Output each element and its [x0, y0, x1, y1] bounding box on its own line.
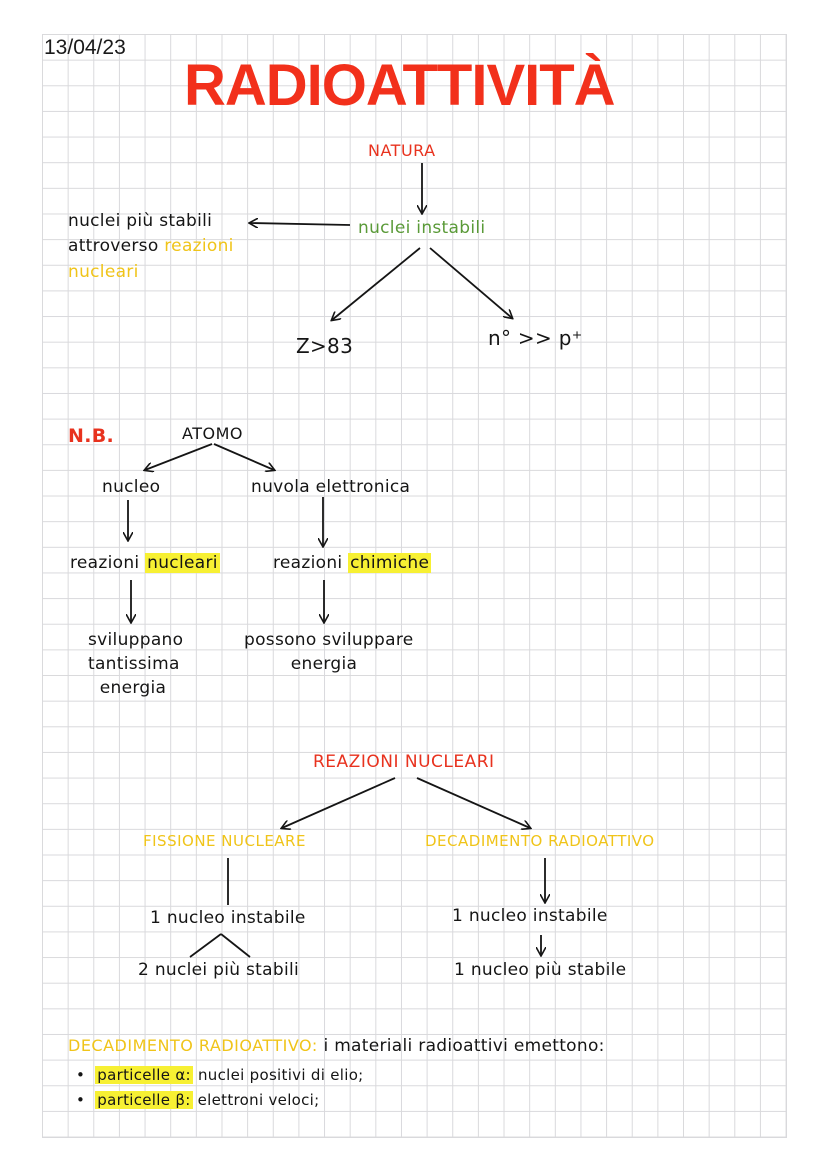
stable-nuclei-line2: attroverso reazioni: [68, 236, 234, 256]
reazioni-nucleari-heading: REAZIONI NUCLEARI: [313, 752, 495, 772]
result-line: tantissima: [88, 654, 180, 674]
bullet-alpha: • particelle α: nuclei positivi di elio;: [76, 1066, 364, 1084]
nuclear-energy-result: sviluppano tantissima energia: [88, 628, 184, 700]
nb-label: N.B.: [68, 425, 115, 447]
decay-definition-text: i materiali radioattivi emettono:: [323, 1036, 605, 1056]
nuclei-instabili-node: nuclei instabili: [358, 218, 486, 238]
beta-term: particelle β:: [95, 1091, 193, 1109]
chemical-energy-result: possono sviluppare energia: [244, 628, 414, 676]
note-date: 13/04/23: [44, 36, 126, 59]
result-line: energia: [99, 678, 167, 698]
reazioni-nucleari-node: reazioni nucleari: [70, 553, 220, 573]
nucleo-node: nucleo: [102, 477, 161, 497]
stable-nuclei-text: attroverso: [68, 236, 159, 256]
fission-unstable-nucleus: 1 nucleo instabile: [150, 908, 306, 928]
bullet-dot-icon: •: [76, 1066, 91, 1084]
bullet-beta: • particelle β: elettroni veloci;: [76, 1091, 320, 1109]
chimiche-highlight: chimiche: [348, 553, 432, 573]
decay-definition: DECADIMENTO RADIOATTIVO: i materiali rad…: [68, 1036, 605, 1056]
reazioni-prefix: reazioni: [273, 553, 343, 573]
bullet-dot-icon: •: [76, 1091, 91, 1109]
reazioni-text: reazioni: [164, 236, 234, 256]
fissione-nucleare-title: FISSIONE NUCLEARE: [143, 832, 306, 850]
beta-text: elettroni veloci;: [197, 1091, 320, 1109]
decadimento-radioattivo-title: DECADIMENTO RADIOATTIVO: [425, 832, 655, 850]
reazioni-prefix: reazioni: [70, 553, 140, 573]
atomo-node: ATOMO: [182, 424, 243, 443]
reazioni-chimiche-node: reazioni chimiche: [273, 553, 432, 573]
alpha-text: nuclei positivi di elio;: [197, 1066, 364, 1084]
nucleari-highlight: nucleari: [145, 553, 220, 573]
page-title: RADIOATTIVITÀ: [184, 53, 616, 118]
result-line: energia: [290, 654, 358, 674]
alpha-term: particelle α:: [95, 1066, 193, 1084]
decay-unstable-nucleus: 1 nucleo instabile: [452, 906, 608, 926]
fission-stable-nuclei: 2 nuclei più stabili: [138, 960, 300, 980]
stable-nuclei-line1: nuclei più stabili: [68, 211, 213, 231]
natura-heading: NATURA: [368, 141, 436, 160]
branch-z-greater-83: Z>83: [296, 334, 354, 358]
nucleari-text: nucleari: [68, 262, 139, 282]
grid-paper: [42, 34, 787, 1138]
decay-stable-nucleus: 1 nucleo più stabile: [454, 960, 627, 980]
result-line: sviluppano: [88, 630, 184, 650]
branch-neutrons-gg-protons: n° >> p⁺: [488, 326, 583, 350]
result-line: possono sviluppare: [244, 630, 414, 650]
nuvola-elettronica-node: nuvola elettronica: [251, 477, 411, 497]
decay-term: DECADIMENTO RADIOATTIVO:: [68, 1036, 318, 1055]
